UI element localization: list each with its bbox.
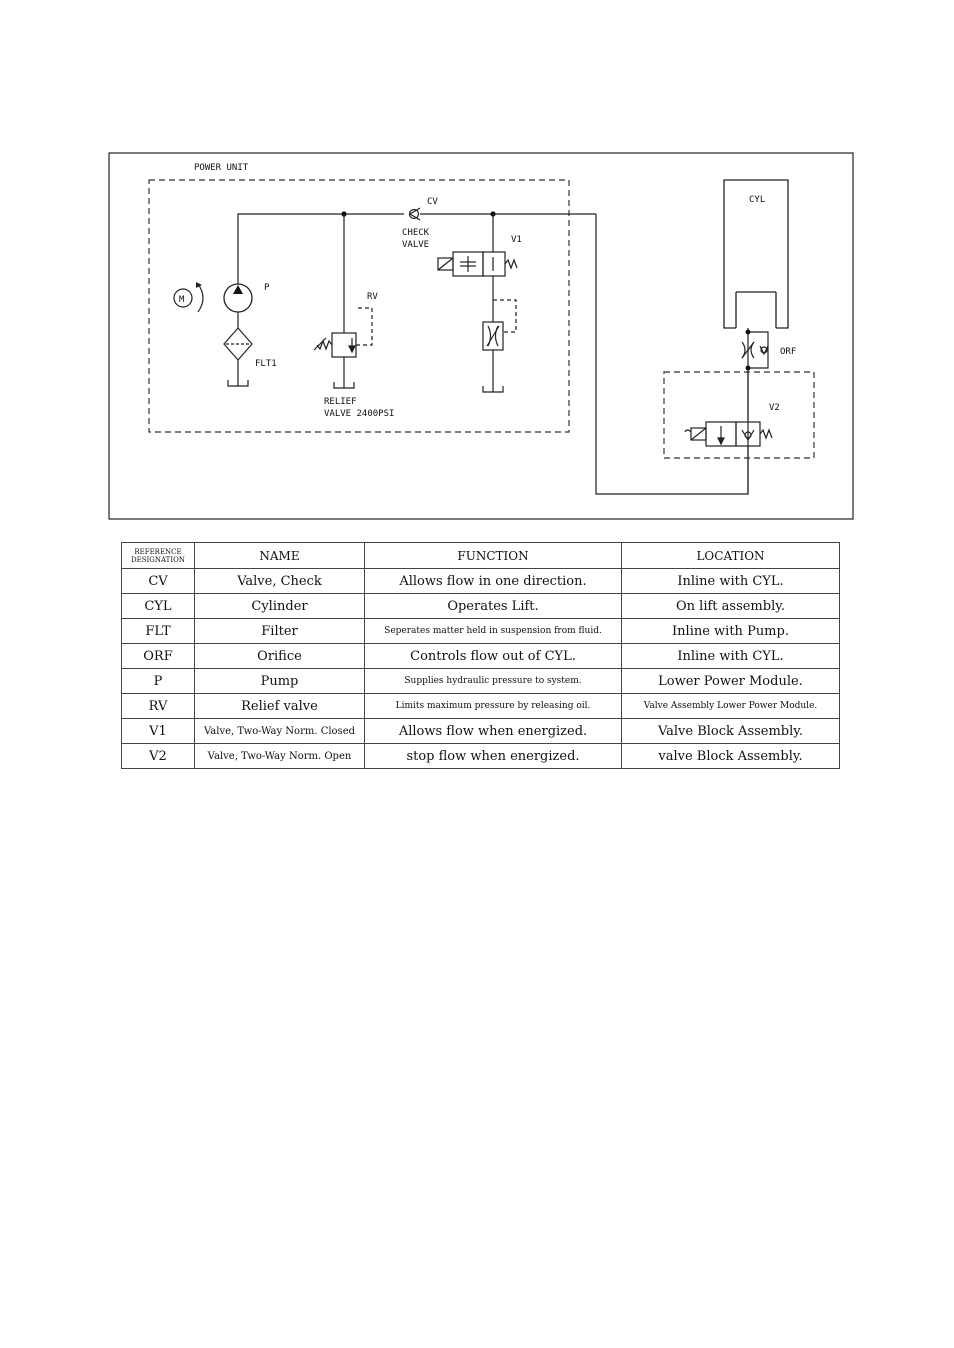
orifice-symbol [482, 299, 517, 393]
cell-location: Inline with CYL. [621, 643, 840, 669]
cell-ref: ORF [121, 643, 195, 669]
cell-name: Orifice [194, 643, 365, 669]
cell-ref: FLT [121, 618, 195, 644]
cell-function: Supplies hydraulic pressure to system. [364, 668, 622, 694]
table-row: CV Valve, Check Allows flow in one direc… [121, 568, 840, 594]
junction-dot [745, 329, 751, 335]
table-row: V2 Valve, Two-Way Norm. Open stop flow w… [121, 743, 840, 769]
table-row: P Pump Supplies hydraulic pressure to sy… [121, 668, 840, 694]
relief-valve-symbol [313, 214, 373, 389]
table-row: RV Relief valve Limits maximum pressure … [121, 693, 840, 719]
pump-label: P [264, 283, 270, 293]
cell-location: Valve Block Assembly. [621, 718, 840, 744]
motor-symbol: M [173, 282, 204, 313]
cyl-label: CYL [749, 195, 765, 205]
power-unit-boundary [148, 179, 570, 433]
v1-label: V1 [511, 235, 522, 245]
cell-ref: CYL [121, 593, 195, 619]
cell-ref: V2 [121, 743, 195, 769]
cell-function: stop flow when energized. [364, 743, 622, 769]
cell-ref: CV [121, 568, 195, 594]
v2-valve-block [663, 371, 815, 459]
pump-symbol [223, 283, 253, 328]
table-row: ORF Orifice Controls flow out of CYL. In… [121, 643, 840, 669]
cell-function: Controls flow out of CYL. [364, 643, 622, 669]
junction-dot [745, 365, 751, 371]
filter-symbol [223, 327, 253, 387]
cell-ref: V1 [121, 718, 195, 744]
cell-name: Pump [194, 668, 365, 694]
cell-name: Cylinder [194, 593, 365, 619]
cell-location: Inline with CYL. [621, 568, 840, 594]
orf-label: ORF [780, 347, 796, 357]
component-legend-table: REFERENCE DESIGNATION NAME FUNCTION LOCA… [121, 542, 840, 769]
check-valve-label-2: VALVE [402, 240, 429, 250]
cell-function: Allows flow in one direction. [364, 568, 622, 594]
cell-function: Seperates matter held in suspension from… [364, 618, 622, 644]
power-unit-label: POWER UNIT [194, 163, 249, 173]
cylinder-symbol [723, 179, 789, 329]
cell-function: Operates Lift. [364, 593, 622, 619]
cell-location: Inline with Pump. [621, 618, 840, 644]
header-location: LOCATION [621, 542, 840, 569]
cv-label: CV [427, 197, 438, 207]
cell-ref: P [121, 668, 195, 694]
table-header-row: REFERENCE DESIGNATION NAME FUNCTION LOCA… [121, 542, 840, 569]
cell-function: Limits maximum pressure by releasing oil… [364, 693, 622, 719]
orf-assembly [741, 328, 769, 420]
cell-location: On lift assembly. [621, 593, 840, 619]
header-name: NAME [194, 542, 365, 569]
cell-name: Valve, Two-Way Norm. Closed [194, 718, 365, 744]
v2-valve-symbol [684, 421, 773, 494]
relief-label-1: RELIEF [324, 397, 357, 407]
cell-function: Allows flow when energized. [364, 718, 622, 744]
cell-name: Filter [194, 618, 365, 644]
cell-location: Valve Assembly Lower Power Module. [621, 693, 840, 719]
filter-label: FLT1 [255, 359, 277, 369]
rv-label: RV [367, 292, 378, 302]
table-row: CYL Cylinder Operates Lift. On lift asse… [121, 593, 840, 619]
cell-location: valve Block Assembly. [621, 743, 840, 769]
relief-label-2: VALVE 2400PSI [324, 409, 394, 419]
check-valve-label-1: CHECK [402, 228, 430, 238]
hydraulic-schematic: POWER UNIT M P FLT1 RV [108, 152, 854, 520]
pressure-line [237, 213, 749, 495]
svg-text:M: M [179, 295, 185, 305]
cell-name: Relief valve [194, 693, 365, 719]
header-reference-designation: REFERENCE DESIGNATION [121, 542, 195, 569]
cell-name: Valve, Two-Way Norm. Open [194, 743, 365, 769]
check-valve-symbol [408, 207, 421, 221]
cell-location: Lower Power Module. [621, 668, 840, 694]
schematic-frame [108, 152, 854, 520]
header-function: FUNCTION [364, 542, 622, 569]
cell-name: Valve, Check [194, 568, 365, 594]
table-row: FLT Filter Seperates matter held in susp… [121, 618, 840, 644]
cell-ref: RV [121, 693, 195, 719]
v2-label: V2 [769, 403, 780, 413]
table-row: V1 Valve, Two-Way Norm. Closed Allows fl… [121, 718, 840, 744]
v1-valve-symbol [437, 214, 518, 322]
